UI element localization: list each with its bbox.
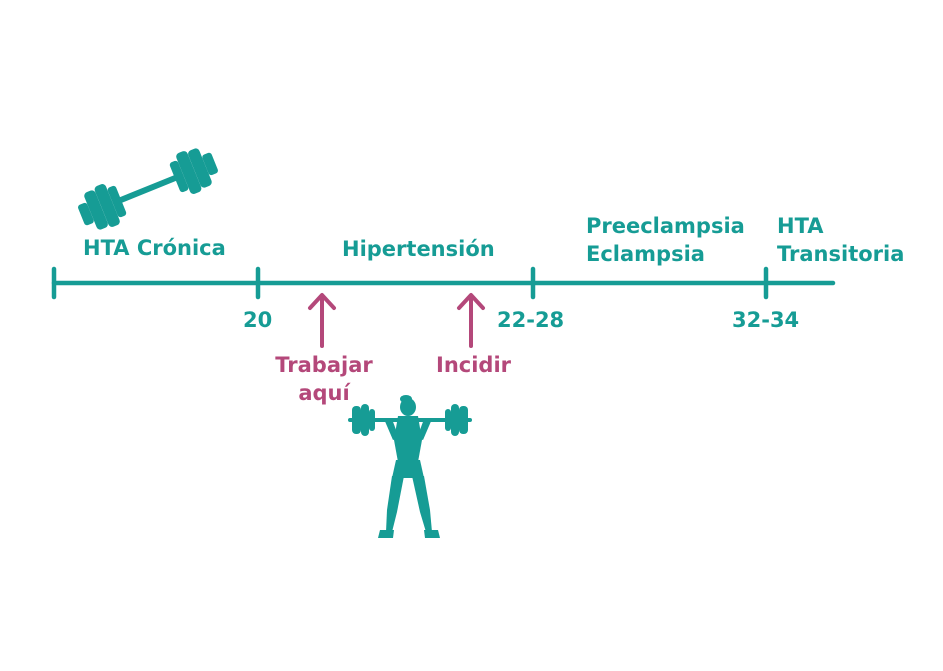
- tick-label-32-34: 32-34: [732, 308, 800, 332]
- label-preeclampsia: Preeclampsia: [586, 214, 745, 238]
- dumbbell-icon: [78, 148, 218, 230]
- label-incidir: Incidir: [436, 353, 511, 377]
- arrow-up-icon: [457, 293, 485, 348]
- label-aqui: aquí: [298, 381, 350, 405]
- tick-label-20: 20: [243, 308, 273, 332]
- label-transitoria: Transitoria: [777, 242, 905, 266]
- arrow-up-icon: [308, 293, 336, 348]
- weightlifter-icon: [348, 395, 472, 538]
- tick-label-22-28: 22-28: [497, 308, 565, 332]
- label-hipertension: Hipertensión: [342, 237, 495, 261]
- label-hta-cronica: HTA Crónica: [83, 236, 226, 260]
- label-trabajar: Trabajar: [275, 353, 373, 377]
- label-eclampsia: Eclampsia: [586, 242, 705, 266]
- timeline-axis: [51, 266, 836, 300]
- label-hta: HTA: [777, 214, 824, 238]
